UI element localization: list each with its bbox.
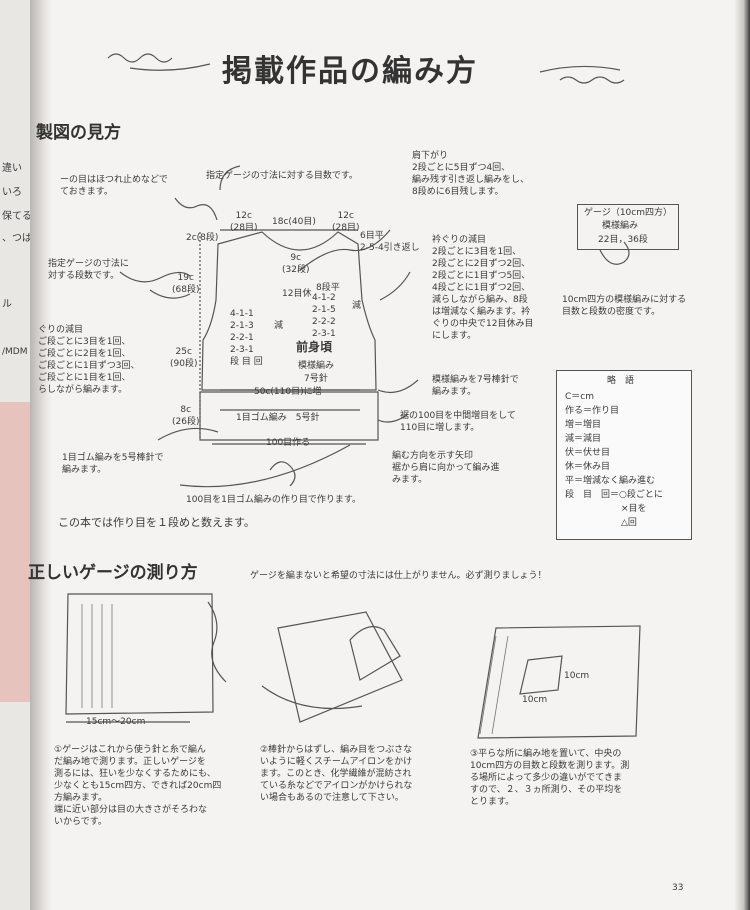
gauge-subtitle: ゲージを編まないと希望の寸法には仕上がりません。必ず測りましょう！ [250, 571, 547, 581]
abbreviation-legend: 略 語 C＝cm 作る＝作り目 増＝増目 減＝減目 伏＝伏せ目 休＝休み目 平＝… [556, 370, 692, 540]
left-page-color-band [0, 402, 30, 702]
dim-neck-flat: 8段平 [316, 283, 340, 293]
piece-name: 前身頃 [296, 340, 333, 354]
note-rib-needle: 1目ゴム編みを5号棒針で 編みます。 [62, 453, 164, 475]
gauge-box: ゲージ（10cm四方） 模様編み 22目，36段 [577, 204, 679, 250]
legend-item: 休＝休み目 [565, 462, 611, 472]
page-gutter [30, 0, 52, 910]
step-3-text: ③平らな所に編み地を置いて、中央の 10cm四方の目数と段数を測ります。測 る場… [470, 749, 630, 807]
dim-neck-depth: 9c (32段) [282, 253, 310, 275]
note-row-count: 指定ゲージの寸法に 対する段数です。 [48, 259, 129, 281]
page-title: 掲載作品の編み方 [222, 54, 478, 89]
note-gauge-desc: 10cm四方の模様編みに対する 目数と段数の密度です。 [562, 295, 687, 317]
dim-width-increase: 50c(110目)に増 [254, 387, 322, 397]
left-page-fragment: /MDM [2, 347, 28, 357]
step-1-text: ①ゲージはこれから使う針と糸で編ん だ編み地で測ります。正しいゲージを 測るには… [54, 745, 222, 827]
fig3-label-width: 10cm [564, 671, 590, 681]
page-number: 33 [672, 883, 684, 893]
left-page-fragment: 違い [2, 163, 22, 174]
dim-right-decreases: 4-1-2 2-1-5 2-2-2 2-3-1 [312, 293, 336, 339]
legend-item: 伏＝伏せ目 [565, 448, 611, 458]
gauge-box-title: ゲージ（10cm四方） [584, 208, 672, 218]
dim-left-19c: 19c (68段) [172, 273, 200, 295]
left-page-fragment: いろ [2, 187, 22, 198]
left-page-fragment: 、つば [2, 233, 32, 244]
piece-pattern: 模様編み [298, 361, 335, 371]
legend-item: ×目を [621, 504, 647, 514]
note-neckline: 衿ぐりの減目 2段ごとに3目を1回、 2段ごとに2目ずつ2回、 2段ごとに1目ず… [432, 235, 534, 341]
dim-cast-on: 100目作る [266, 438, 311, 448]
dim-top-center: 18c(40目) [272, 217, 316, 227]
note-shoulder: 肩下がり 2段ごとに5目ずつ4回、 編み残す引き返し編みをし、 8段めに6目残し… [412, 151, 530, 197]
dim-neck-hold: 12目休 [282, 289, 312, 299]
piece-needle: 7号針 [304, 374, 328, 384]
dim-shoulder-rows: 6目平 2-5-4引き返し [360, 231, 420, 253]
note-increase: 裾の100目を中間増目をして 110目に増します。 [400, 411, 516, 433]
note-armhole: ぐりの減目 ご段ごとに3目を1回、 ご段ごとに2目を1回、 ご段ごとに1目ずつ3… [38, 325, 140, 395]
legend-item: C＝cm [565, 392, 594, 402]
dim-left-8c: 8c (26段) [172, 405, 200, 427]
fig1-label: 15cm～20cm [86, 717, 146, 727]
legend-item: 平＝増減なく編み進む [565, 476, 656, 486]
gauge-box-pattern: 模様編み [602, 221, 639, 231]
legend-item: 増＝増目 [565, 420, 602, 430]
dim-left-dec-mark: 減 [274, 321, 284, 331]
dim-top-left: 12c (28目) [230, 211, 258, 233]
legend-title: 略 語 [607, 376, 635, 386]
legend-item: △回 [621, 518, 637, 528]
dim-top-right: 12c (28目) [332, 211, 360, 233]
dim-left-decreases: 4-1-1 2-1-3 2-2-1 2-3-1 段 目 回 [230, 309, 263, 367]
dim-left-25c: 25c (90段) [170, 347, 198, 369]
note-cast-on: 100目を1目ゴム編みの作り目で作ります。 [186, 495, 362, 505]
rows-note: この本では作り目を１段めと数えます。 [58, 516, 255, 529]
note-direction: 編む方向を示す矢印 裾から肩に向かって編み進 みます。 [392, 451, 500, 485]
left-page-fragment: 保てる [2, 211, 32, 222]
legend-item: 段 目 回＝○段ごとに [565, 490, 663, 500]
note-pattern-needle: 模様編みを7号棒針で 編みます。 [432, 375, 519, 397]
gauge-box-value: 22目，36段 [598, 235, 648, 245]
dim-right-dec-mark: 減 [352, 301, 362, 311]
section-heading-diagram: 製図の見方 [36, 123, 121, 143]
note-holding-stitches: ーの目はほつれ止めなどで ておきます。 [60, 175, 168, 197]
page-right-edge [734, 0, 750, 910]
legend-item: 作る＝作り目 [565, 406, 620, 416]
dim-left-2c: 2c(8段) [186, 233, 219, 243]
left-page-fragment: ル [2, 299, 12, 310]
step-2-text: ②棒針からはずし、編み目をつぶさな いように軽くスチームアイロンをかけ ます。こ… [260, 745, 413, 803]
legend-item: 減＝減目 [565, 434, 602, 444]
section-heading-gauge: 正しいゲージの測り方 [28, 563, 198, 583]
rib-label: 1目ゴム編み 5号針 [236, 413, 320, 423]
fig3-label-height: 10cm [522, 695, 548, 705]
note-gauge-count: 指定ゲージの寸法に対する目数です。 [206, 171, 358, 181]
